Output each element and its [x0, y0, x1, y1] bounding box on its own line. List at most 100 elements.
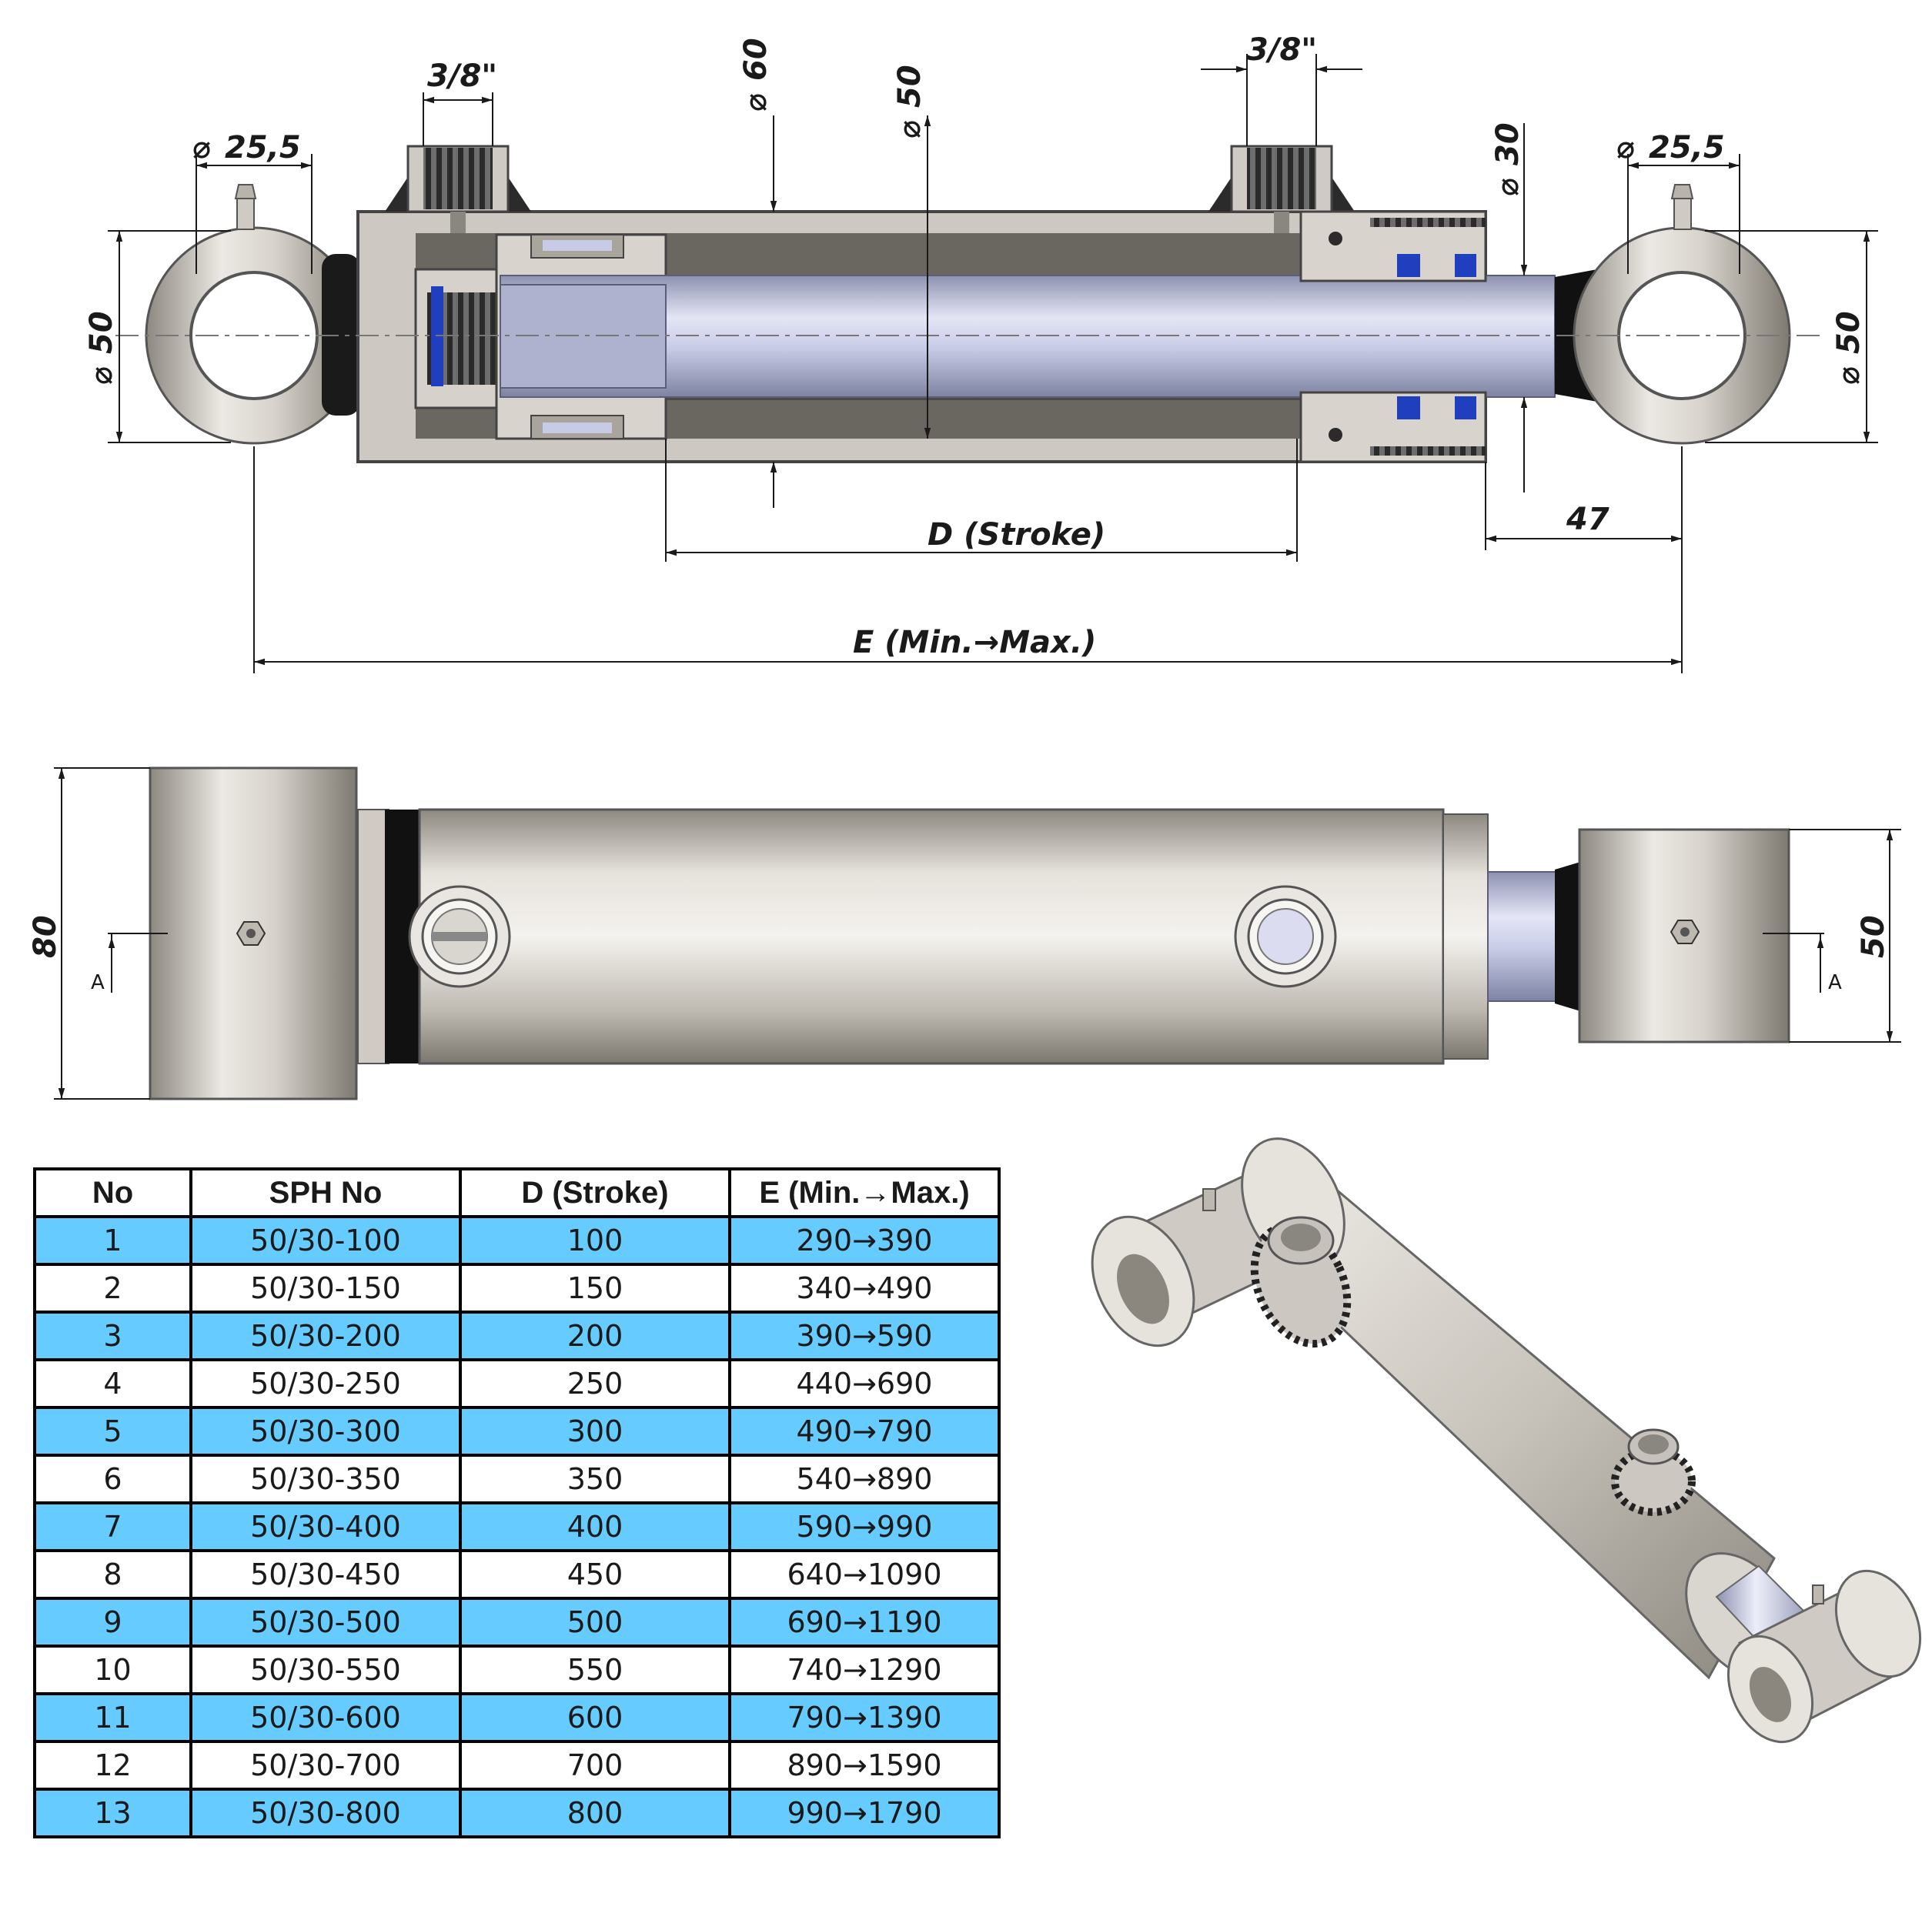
section-mark-left: A [91, 971, 105, 994]
cell-stroke: 550 [459, 1645, 731, 1695]
cell-no: 5 [33, 1406, 192, 1457]
port-right-side [1234, 885, 1337, 988]
cell-stroke: 700 [459, 1740, 731, 1791]
cell-no: 10 [33, 1645, 192, 1695]
eye-outer-left-label: 50 [84, 311, 119, 354]
table-header-row: No SPH No D (Stroke) E (Min.→Max.) [33, 1167, 1001, 1218]
cell-stroke: 250 [459, 1358, 731, 1409]
cell-sph-no: 50/30-800 [189, 1788, 462, 1838]
cell-e-min-max: 440→690 [728, 1358, 1001, 1409]
cell-no: 1 [33, 1215, 192, 1266]
cell-no: 3 [33, 1311, 192, 1361]
cell-sph-no: 50/30-250 [189, 1358, 462, 1409]
port-size-right-label: 3/8" [1247, 32, 1317, 68]
svg-text:⌀: ⌀ [84, 366, 119, 385]
svg-text:⌀: ⌀ [738, 93, 774, 112]
cell-e-min-max: 690→1190 [728, 1597, 1001, 1648]
eye-width-rod-label: 50 [1856, 915, 1891, 958]
cell-e-min-max: 490→790 [728, 1406, 1001, 1457]
cell-sph-no: 50/30-500 [189, 1597, 462, 1648]
section-view [115, 145, 1824, 463]
cell-sph-no: 50/30-600 [189, 1692, 462, 1743]
svg-text:⌀: ⌀ [1616, 130, 1635, 165]
port-size-left-label: 3/8" [427, 58, 497, 94]
dimension-labels-top: 3/8" 3/8" ⌀ 25,5 ⌀ 25,5 ⌀ 60 ⌀ 50 ⌀ 30 ⌀… [84, 32, 1867, 660]
iso-port-left [1250, 1216, 1352, 1348]
stroke-label: D (Stroke) [928, 517, 1105, 553]
port-boss-left [385, 145, 531, 233]
cell-stroke: 100 [459, 1215, 731, 1266]
iso-port-right [1611, 1428, 1696, 1516]
cell-sph-no: 50/30-350 [189, 1454, 462, 1504]
cell-e-min-max: 740→1290 [728, 1645, 1001, 1695]
rod-side [1487, 871, 1558, 1002]
cell-stroke: 800 [459, 1788, 731, 1838]
cell-e-min-max: 390→590 [728, 1311, 1001, 1361]
cell-stroke: 600 [459, 1692, 731, 1743]
cell-stroke: 150 [459, 1263, 731, 1314]
cell-e-min-max: 640→1090 [728, 1549, 1001, 1600]
cell-stroke: 200 [459, 1311, 731, 1361]
cell-sph-no: 50/30-150 [189, 1263, 462, 1314]
cell-e-min-max: 890→1590 [728, 1740, 1001, 1791]
cell-sph-no: 50/30-100 [189, 1215, 462, 1266]
overall-length-label: E (Min.→Max.) [853, 625, 1096, 660]
grease-nipple-icon [236, 921, 266, 946]
eye-outer-left-dim: ⌀ 50 [84, 311, 119, 385]
barrel-outer-dia-label: 60 [738, 38, 774, 81]
cell-stroke: 500 [459, 1597, 731, 1648]
eye-outer-right-dim: ⌀ 50 [1831, 311, 1867, 385]
svg-text:⌀: ⌀ [192, 130, 211, 165]
cell-stroke: 350 [459, 1454, 731, 1504]
cell-e-min-max: 540→890 [728, 1454, 1001, 1504]
cell-sph-no: 50/30-200 [189, 1311, 462, 1361]
cell-no: 4 [33, 1358, 192, 1409]
pin-bore-right-dim: ⌀ 25,5 [1616, 130, 1725, 165]
header-stroke: D (Stroke) [459, 1167, 731, 1218]
cell-sph-no: 50/30-300 [189, 1406, 462, 1457]
gland [1299, 210, 1487, 463]
rod-dia-dim: ⌀ 30 [1490, 122, 1526, 196]
cell-sph-no: 50/30-700 [189, 1740, 462, 1791]
cell-no: 9 [33, 1597, 192, 1648]
svg-text:⌀: ⌀ [892, 120, 928, 139]
header-e-min-max: E (Min.→Max.) [728, 1167, 1001, 1218]
eye-width-base-label: 80 [28, 915, 63, 958]
rod-dia-label: 30 [1490, 122, 1526, 165]
port-left-side [408, 885, 511, 988]
isometric-view [1091, 1137, 1922, 1744]
cell-e-min-max: 340→490 [728, 1263, 1001, 1314]
svg-text:⌀: ⌀ [1490, 178, 1526, 196]
header-sph-no: SPH No [189, 1167, 462, 1218]
cell-sph-no: 50/30-400 [189, 1501, 462, 1552]
cell-sph-no: 50/30-550 [189, 1645, 462, 1695]
pin-bore-left-label: 25,5 [225, 130, 301, 165]
cell-no: 8 [33, 1549, 192, 1600]
cell-sph-no: 50/30-450 [189, 1549, 462, 1600]
bore-dia-dim: ⌀ 50 [892, 65, 928, 139]
cell-no: 12 [33, 1740, 192, 1791]
svg-text:⌀: ⌀ [1831, 366, 1867, 385]
cell-no: 13 [33, 1788, 192, 1838]
cell-e-min-max: 590→990 [728, 1501, 1001, 1552]
barrel-dia-dim: ⌀ 60 [738, 38, 774, 112]
cell-stroke: 300 [459, 1406, 731, 1457]
dimensions-side [54, 767, 1901, 1100]
side-view [149, 766, 1790, 1100]
cell-stroke: 450 [459, 1549, 731, 1600]
cell-stroke: 400 [459, 1501, 731, 1552]
